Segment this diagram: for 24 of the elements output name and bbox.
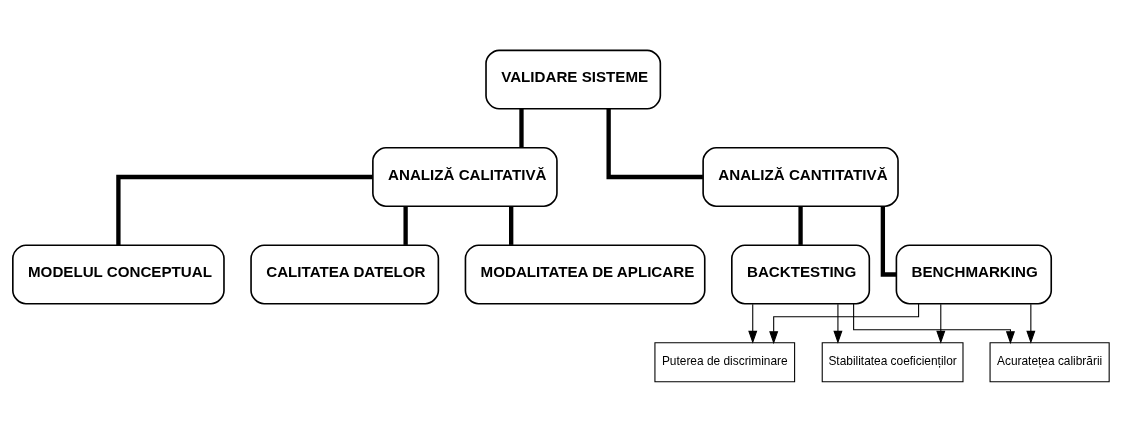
node-box: MODALITATEA DE APLICARE — [464, 244, 706, 305]
arrow — [769, 303, 920, 345]
node-box: Acuratețea calibrării — [989, 342, 1110, 383]
arrow — [853, 303, 1015, 345]
connector — [880, 206, 897, 277]
node-box: BACKTESTING — [731, 244, 871, 305]
connector — [116, 174, 373, 246]
connector — [519, 108, 524, 148]
arrow — [748, 303, 758, 344]
arrow — [1026, 303, 1036, 344]
node-box: MODELUL CONCEPTUAL — [12, 244, 225, 305]
node-box: CALITATEA DATELOR — [250, 244, 440, 305]
node-box: BENCHMARKING — [895, 244, 1053, 305]
node-box: VALIDARE SISTEME — [485, 49, 662, 110]
connector — [798, 206, 803, 245]
node-box: Puterea de discriminare — [654, 342, 796, 383]
connector — [403, 206, 408, 245]
connector — [509, 206, 514, 245]
node-box: ANALIZĂ CALITATIVĂ — [372, 146, 558, 208]
arrow — [833, 303, 843, 344]
arrow — [936, 303, 946, 344]
node-box: Stabilitatea coeficienților — [821, 342, 964, 383]
node-box: ANALIZĂ CANTITATIVĂ — [702, 146, 899, 208]
connector — [606, 108, 703, 180]
